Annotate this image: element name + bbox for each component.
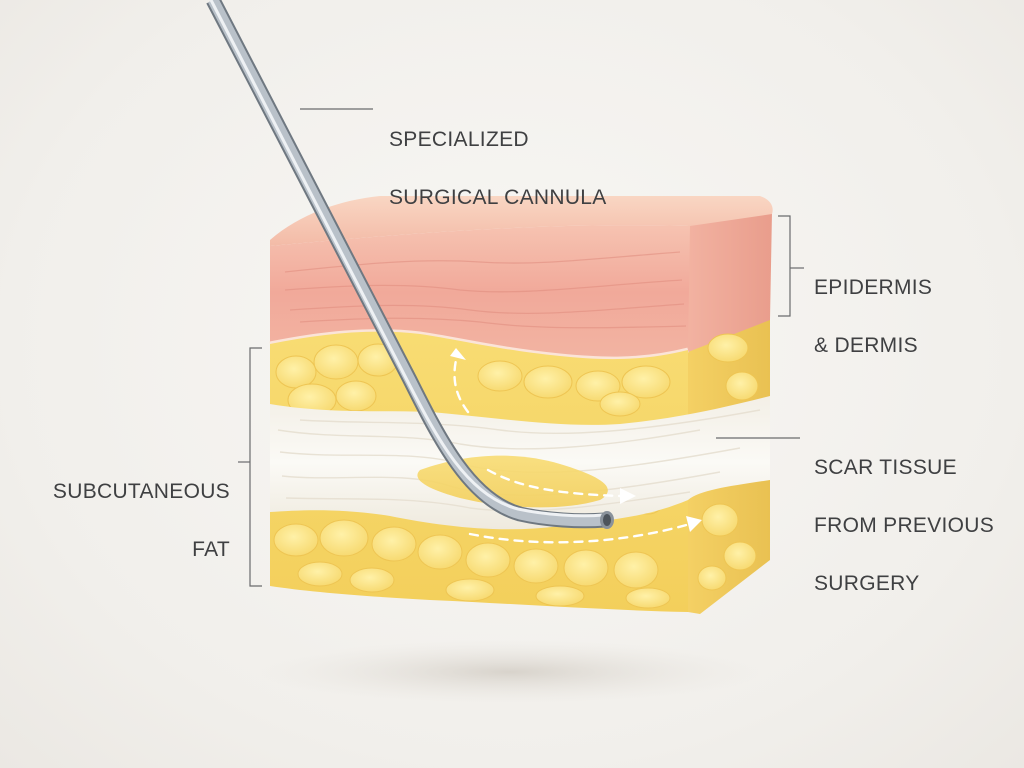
block-shadow xyxy=(260,640,760,704)
block-top-face xyxy=(270,196,773,246)
epidermis-label: EPIDERMIS & DERMIS xyxy=(814,244,932,389)
cannula-label-line-2: SURGICAL CANNULA xyxy=(389,186,607,209)
scar-label-line-1: SCAR TISSUE xyxy=(814,456,957,479)
fat-label-line-1: SUBCUTANEOUS xyxy=(52,480,230,503)
fat-bracket xyxy=(249,347,262,587)
scar-label-line-3: SURGERY xyxy=(814,572,920,595)
dermis-texture xyxy=(284,251,687,329)
epidermis-label-line-1: EPIDERMIS xyxy=(814,276,933,299)
block-side-face-skin xyxy=(688,212,772,352)
cannula-label-line-1: SPECIALIZED xyxy=(389,128,529,151)
cannula-label: SPECIALIZED SURGICAL CANNULA xyxy=(389,96,607,241)
scar-tissue-label: SCAR TISSUE FROM PREVIOUS SURGERY xyxy=(814,424,994,627)
scar-label-line-2: FROM PREVIOUS xyxy=(814,514,995,537)
leader-lines xyxy=(238,108,804,587)
fat-label-line-2: FAT xyxy=(192,538,230,561)
subcutaneous-fat-label: SUBCUTANEOUS FAT xyxy=(30,448,230,593)
epidermis-bracket xyxy=(778,215,791,317)
surgical-cannula xyxy=(206,0,614,529)
epidermis-label-line-2: & DERMIS xyxy=(814,334,918,357)
